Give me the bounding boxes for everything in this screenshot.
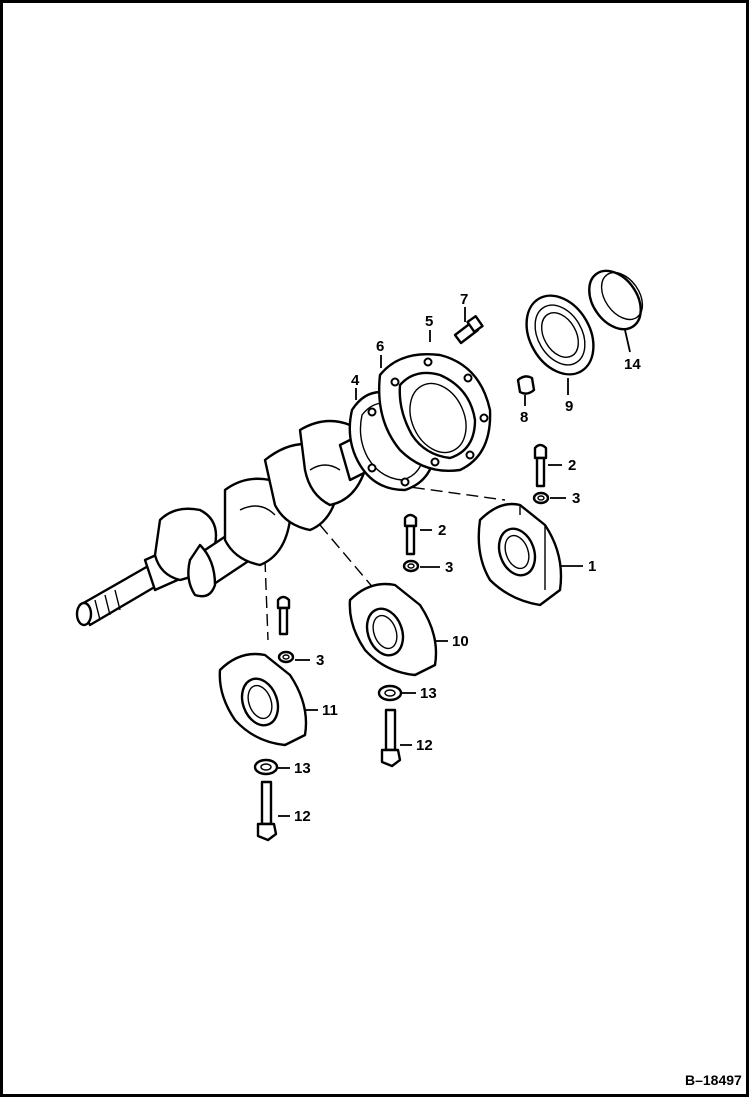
washer-upper [532,491,550,505]
callouts: 1 2 3 2 3 3 4 5 6 7 8 9 10 11 12 12 13 1… [294,291,641,825]
bearing-holder-front [218,652,308,747]
dowel-pin [516,375,536,395]
callout-8: 8 [520,409,528,426]
bearing-holder-rear [477,502,563,607]
callout-12-middle: 12 [416,737,433,754]
washer-13-lower [253,758,279,776]
washer-13-middle [377,684,403,702]
callout-11: 11 [322,702,338,719]
callout-13-middle: 13 [420,685,437,702]
washer-middle [402,559,420,573]
bolt-middle [403,513,418,556]
callout-3-upper: 3 [572,490,580,507]
housing-bolt [453,315,484,345]
seal-housing [378,353,492,472]
callout-4: 4 [351,372,360,389]
callout-6: 6 [376,338,384,355]
oil-seal [525,294,595,376]
long-bolt-middle [380,708,402,768]
callout-3-lower: 3 [316,652,324,669]
callout-12-lower: 12 [294,808,311,825]
long-bolt-lower [256,780,278,842]
callout-2-middle: 2 [438,522,446,539]
callout-10: 10 [452,633,469,650]
callout-5: 5 [425,313,433,330]
callout-3-middle: 3 [445,559,453,576]
callout-13-lower: 13 [294,760,311,777]
callout-9: 9 [565,398,573,415]
callout-2-upper: 2 [568,457,576,474]
callout-1: 1 [588,558,596,575]
figure-reference: B–18497 [685,1072,742,1088]
leader-lines [278,307,631,817]
bearing-holder-middle [348,582,438,677]
bolt-upper [533,443,548,488]
callout-14: 14 [624,356,641,373]
washer-lower [277,650,295,664]
bolt-lower [276,595,291,636]
callout-7: 7 [460,291,468,308]
wear-sleeve [588,269,644,331]
